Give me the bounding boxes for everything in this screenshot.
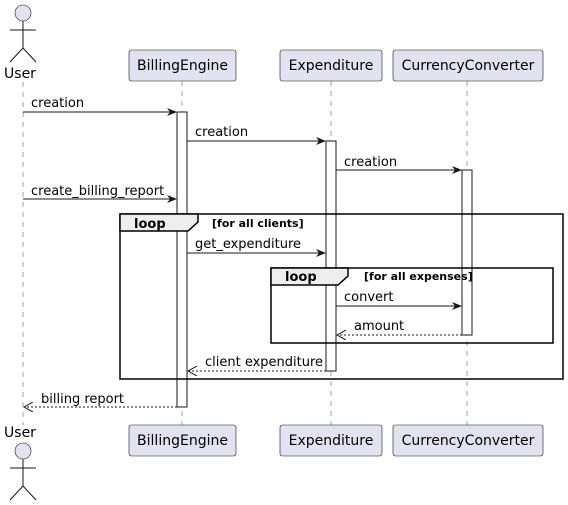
message-label: amount (354, 319, 404, 334)
participant-label-billing-engine-bottom: BillingEngine (137, 433, 228, 449)
message-label: create_billing_report (31, 184, 164, 199)
message-label: creation (344, 155, 397, 170)
actor-label-user-bottom: User (4, 425, 36, 441)
participant-label-billing-engine-top: BillingEngine (137, 58, 228, 74)
message-label: convert (344, 290, 393, 305)
participant-expenditure-bottom: Expenditure (279, 424, 383, 457)
message-label: get_expenditure (195, 237, 301, 252)
actor-label-user-top: User (4, 66, 36, 82)
participant-expenditure-top: Expenditure (279, 49, 383, 82)
participant-currency-converter-top: CurrencyConverter (392, 49, 544, 82)
actor-user-top: User (4, 4, 37, 82)
message-label: billing report (41, 392, 124, 407)
participant-billing-engine-top: BillingEngine (128, 49, 237, 82)
message-3: creation (336, 155, 462, 174)
message-label: creation (31, 96, 84, 111)
actor-head-icon (14, 442, 32, 460)
participant-label-expenditure-bottom: Expenditure (289, 433, 374, 449)
message-5: get_expenditure (187, 237, 326, 257)
participant-label-currency-converter-top: CurrencyConverter (402, 58, 535, 74)
message-7: amount (337, 319, 462, 335)
loop-keyword-inner: loop (285, 270, 317, 285)
actor-head-icon (14, 4, 32, 22)
message-label: creation (195, 125, 248, 140)
message-9: billing report (24, 392, 177, 407)
participant-billing-engine-bottom: BillingEngine (128, 424, 237, 457)
activation-currency-converter (461, 169, 473, 336)
loop-frame-outer: loop [for all clients] (119, 213, 564, 380)
message-1: creation (23, 96, 177, 116)
activation-billing-engine (176, 111, 188, 408)
message-2: creation (187, 125, 326, 145)
participant-label-currency-converter-bottom: CurrencyConverter (402, 433, 535, 449)
loop-guard-outer: [for all clients] (212, 217, 304, 230)
message-label: client expenditure (205, 355, 323, 370)
message-6: convert (336, 290, 462, 310)
message-8: client expenditure (188, 355, 326, 371)
loop-keyword-outer: loop (134, 217, 166, 232)
loop-guard-inner: [for all expenses] (364, 270, 473, 283)
participant-label-expenditure-top: Expenditure (289, 58, 374, 74)
message-4: create_billing_report (23, 184, 177, 203)
activation-expenditure (325, 140, 337, 372)
participant-currency-converter-bottom: CurrencyConverter (392, 424, 544, 457)
actor-user-bottom: User (4, 425, 37, 501)
loop-frame-inner: loop [for all expenses] (270, 267, 554, 344)
